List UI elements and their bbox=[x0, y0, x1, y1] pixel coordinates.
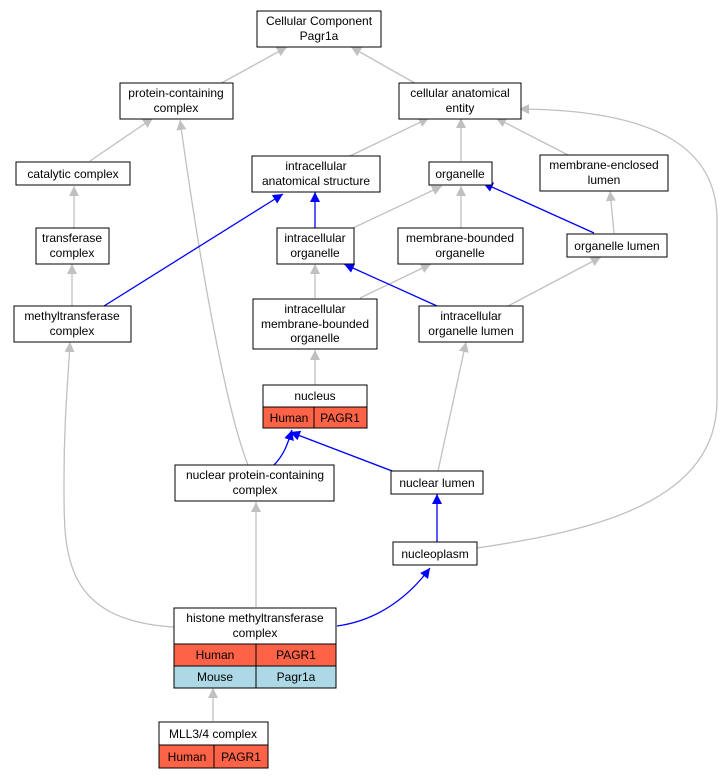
node-label-line1: cellular anatomical bbox=[410, 86, 509, 100]
node-label-line2: organelle lumen bbox=[428, 324, 513, 338]
node-label-line2: membrane-bounded bbox=[261, 317, 369, 331]
node-transferase-complex[interactable]: transferase complex bbox=[35, 227, 110, 265]
node-label-line1: nucleus bbox=[294, 389, 335, 403]
node-label-line1: intracellular bbox=[284, 302, 345, 316]
edge-membrane-lumen-to-entity bbox=[495, 117, 571, 157]
node-methyltransferase-complex[interactable]: methyltransferase complex bbox=[13, 305, 132, 343]
node-label-line1: nucleoplasm bbox=[401, 547, 468, 561]
node-label-line1: transferase bbox=[42, 231, 102, 245]
node-catalytic-complex[interactable]: catalytic complex bbox=[15, 161, 131, 186]
node-label-line2: organelle bbox=[435, 246, 485, 260]
node-label-line2: anatomical structure bbox=[262, 174, 370, 188]
edge-nucleoplasm-to-anatomical-entity bbox=[476, 104, 718, 549]
edge-organelle-lumen-part-of-organelle bbox=[482, 182, 595, 234]
edge-catalytic-to-protein-complex bbox=[89, 117, 154, 162]
node-intracellular-organelle[interactable]: intracellular organelle bbox=[276, 227, 355, 265]
node-label-line1: organelle bbox=[435, 167, 485, 181]
node-histone-methyltransferase-complex[interactable]: histone methyltransferase complex Human … bbox=[173, 607, 337, 689]
node-label-line2: complex bbox=[154, 101, 199, 115]
edge-nuclear-lumen-to-intracellular-organelle-lumen bbox=[437, 341, 469, 472]
node-label-line2: lumen bbox=[588, 173, 621, 187]
species-label: Human bbox=[168, 750, 207, 764]
node-label-line1: membrane-bounded bbox=[406, 231, 514, 245]
node-intracellular-organelle-lumen[interactable]: intracellular organelle lumen bbox=[418, 305, 524, 343]
gene-cell-mouse bbox=[255, 665, 337, 689]
node-nuclear-protein-containing-complex[interactable]: nuclear protein-containing complex bbox=[174, 464, 335, 502]
node-label-line1: nuclear lumen bbox=[399, 476, 474, 490]
nodes: Cellular Component Pagr1a protein-contai… bbox=[13, 10, 669, 769]
gene-cell-human bbox=[213, 744, 269, 769]
edges bbox=[63, 46, 718, 721]
edge-histone-to-methyltransferase bbox=[63, 341, 175, 628]
node-label-line2: entity bbox=[446, 101, 475, 115]
node-nucleus[interactable]: nucleus Human PAGR1 bbox=[262, 384, 368, 429]
node-label-line2: complex bbox=[50, 246, 95, 260]
node-label-line2: complex bbox=[233, 483, 278, 497]
node-label-line1: methyltransferase bbox=[24, 309, 120, 323]
node-label-line1: intracellular bbox=[284, 231, 345, 245]
node-nuclear-lumen[interactable]: nuclear lumen bbox=[390, 470, 484, 495]
node-organelle-lumen[interactable]: organelle lumen bbox=[566, 233, 668, 258]
node-label-line1: membrane-enclosed bbox=[549, 158, 658, 172]
gene-label: Pagr1a bbox=[277, 670, 316, 684]
node-label-line1: organelle lumen bbox=[574, 239, 659, 253]
node-protein-containing-complex[interactable]: protein-containing complex bbox=[119, 82, 234, 120]
node-mll34-complex[interactable]: MLL3/4 complex Human PAGR1 bbox=[158, 721, 269, 769]
edge-intracellular-mbo-to-membrane-bounded bbox=[359, 263, 432, 299]
species-label: Mouse bbox=[197, 670, 233, 684]
node-organelle[interactable]: organelle bbox=[428, 161, 493, 186]
edge-intracellular-organelle-lumen-to-organelle-lumen bbox=[507, 256, 602, 307]
node-label-line1: histone methyltransferase bbox=[186, 611, 324, 625]
node-label-line2: organelle bbox=[290, 246, 340, 260]
node-label-line2: Pagr1a bbox=[300, 29, 339, 43]
edge-intracellular-structure-to-entity bbox=[349, 117, 430, 157]
node-label-line2: complex bbox=[50, 324, 95, 338]
node-intracellular-anatomical-structure[interactable]: intracellular anatomical structure bbox=[251, 155, 381, 193]
edge-nuclear-lumen-part-of-nucleus bbox=[289, 430, 401, 475]
edge-intracellular-organelle-lumen-part-of-intracellular-organelle bbox=[343, 263, 438, 307]
edge-organelle-lumen-to-membrane-lumen bbox=[605, 190, 616, 234]
edge-histone-part-of-nucleoplasm bbox=[336, 567, 431, 627]
gene-label: PAGR1 bbox=[221, 750, 261, 764]
edge-methyltransferase-part-of-intracellular-structure bbox=[103, 193, 284, 307]
node-label-line1: protein-containing bbox=[128, 86, 223, 100]
edge-protein-complex-to-cellular-component bbox=[215, 46, 288, 87]
node-membrane-enclosed-lumen[interactable]: membrane-enclosed lumen bbox=[539, 154, 669, 192]
node-label-line1: intracellular bbox=[285, 159, 346, 173]
species-label: Human bbox=[196, 648, 235, 662]
node-intracellular-membrane-bounded-organelle[interactable]: intracellular membrane-bounded organelle bbox=[252, 298, 378, 350]
node-membrane-bounded-organelle[interactable]: membrane-bounded organelle bbox=[397, 227, 524, 265]
node-label-line1: nuclear protein-containing bbox=[186, 468, 324, 482]
node-label-line1: intracellular bbox=[440, 309, 501, 323]
species-label: Human bbox=[270, 411, 309, 425]
edge-nuclear-complex-to-protein-complex bbox=[176, 119, 249, 466]
edge-nuclear-complex-part-of-nucleus bbox=[273, 429, 294, 466]
node-nucleoplasm[interactable]: nucleoplasm bbox=[392, 541, 478, 566]
node-label-line1: catalytic complex bbox=[27, 167, 118, 181]
gene-label: PAGR1 bbox=[276, 648, 316, 662]
node-label-line1: Cellular Component bbox=[266, 14, 373, 28]
node-label-line3: organelle bbox=[290, 331, 340, 345]
edge-anatomical-entity-to-cellular-component bbox=[350, 46, 421, 87]
node-label-line1: MLL3/4 complex bbox=[169, 727, 257, 741]
node-label-line2: complex bbox=[233, 626, 278, 640]
node-cellular-component[interactable]: Cellular Component Pagr1a bbox=[256, 10, 382, 48]
node-cellular-anatomical-entity[interactable]: cellular anatomical entity bbox=[398, 82, 522, 120]
edge-intracellular-organelle-to-organelle bbox=[352, 185, 443, 229]
gene-cell-human bbox=[313, 406, 368, 429]
gene-label: PAGR1 bbox=[320, 411, 360, 425]
